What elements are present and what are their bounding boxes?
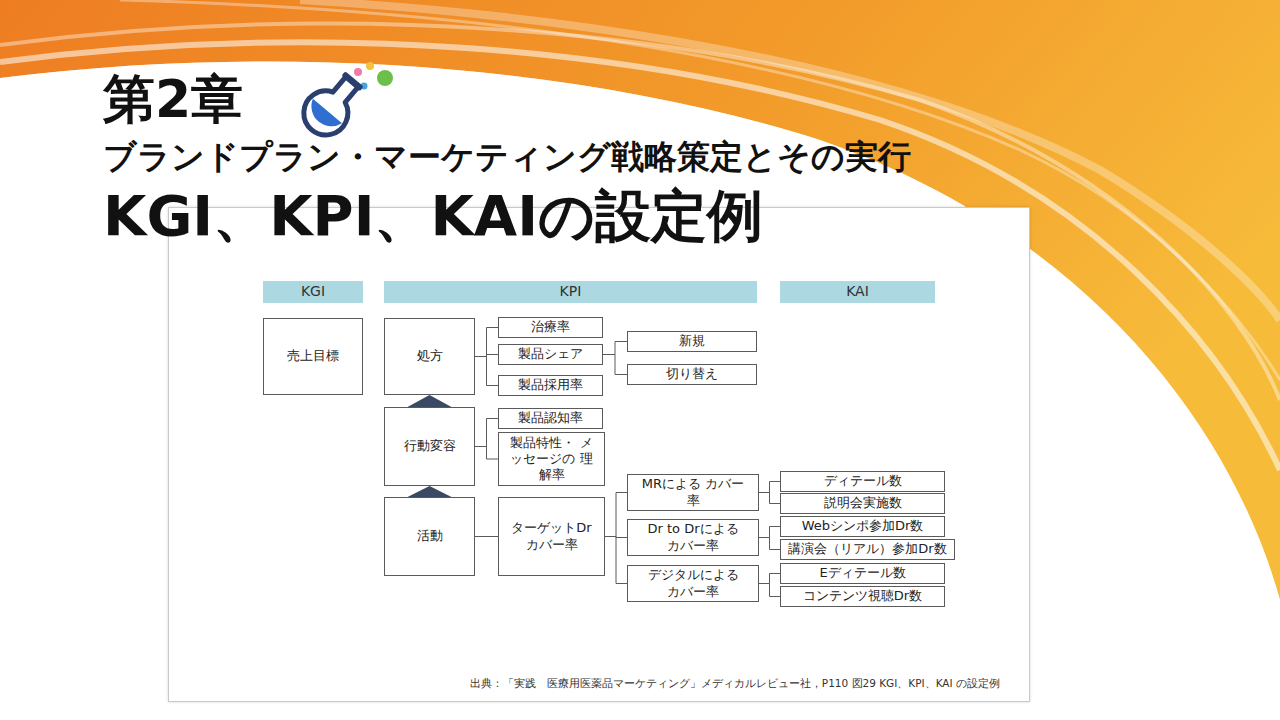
box-label: 製品採用率 bbox=[518, 377, 583, 393]
box-label: 行動変容 bbox=[404, 438, 456, 454]
box-label: ディテール数 bbox=[824, 473, 902, 489]
process-box: 売上目標 bbox=[263, 318, 363, 395]
process-box: コンテンツ視聴Dr数 bbox=[780, 586, 945, 607]
process-box: Dr to Drによる カバー率 bbox=[627, 519, 759, 556]
header-band: KPI bbox=[384, 281, 757, 303]
process-box: 製品シェア bbox=[498, 344, 603, 365]
box-label: 講演会（リアル）参加Dr数 bbox=[788, 541, 946, 557]
tree-connector bbox=[475, 357, 498, 386]
chapter-subtitle: ブランドプラン・マーケティング戦略策定とその実行 bbox=[103, 138, 911, 176]
tree-connector bbox=[759, 574, 780, 584]
box-label: デジタルによる カバー率 bbox=[634, 567, 752, 600]
box-label: 製品特性・ メッセージの 理解率 bbox=[505, 435, 598, 484]
process-box: 治療率 bbox=[498, 317, 603, 338]
box-label: ターゲットDr カバー率 bbox=[505, 520, 598, 553]
tree-connector bbox=[475, 536, 498, 537]
process-box: ディテール数 bbox=[780, 471, 945, 492]
column-heading: KGI bbox=[301, 283, 325, 301]
process-box: 行動変容 bbox=[384, 407, 475, 486]
flow-arrow bbox=[408, 395, 452, 407]
column-heading: KPI bbox=[560, 283, 582, 301]
box-label: 活動 bbox=[417, 528, 443, 544]
tree-connector bbox=[759, 538, 780, 550]
bubble bbox=[377, 70, 393, 86]
box-label: MRによる カバー率 bbox=[634, 476, 752, 509]
flask-rim bbox=[341, 71, 363, 91]
process-box: Webシンポ参加Dr数 bbox=[780, 516, 945, 537]
tree-connector bbox=[759, 493, 780, 504]
process-box: 製品認知率 bbox=[498, 408, 603, 429]
process-box: 切り替え bbox=[627, 364, 757, 385]
box-label: Eディテール数 bbox=[819, 565, 905, 581]
process-box: デジタルによる カバー率 bbox=[627, 565, 759, 602]
process-box: MRによる カバー率 bbox=[627, 474, 759, 511]
bubble bbox=[354, 68, 362, 76]
tree-connector bbox=[759, 584, 780, 597]
process-box: 講演会（リアル）参加Dr数 bbox=[780, 539, 955, 560]
process-box: 製品特性・ メッセージの 理解率 bbox=[498, 432, 605, 486]
column-heading: KAI bbox=[846, 283, 869, 301]
tree-connector bbox=[605, 537, 627, 584]
flow-arrow bbox=[408, 486, 452, 497]
tree-connector bbox=[603, 342, 627, 355]
tree-connector bbox=[603, 355, 627, 375]
tree-connector bbox=[475, 447, 498, 460]
process-box: 説明会実施数 bbox=[780, 493, 945, 514]
tree-connector bbox=[759, 527, 780, 538]
header-band: KAI bbox=[780, 281, 935, 303]
tree-connector bbox=[605, 493, 627, 537]
box-label: Dr to Drによる カバー率 bbox=[634, 521, 752, 554]
box-label: 処方 bbox=[417, 348, 443, 364]
process-box: 新規 bbox=[627, 331, 757, 352]
box-label: 説明会実施数 bbox=[824, 495, 902, 511]
bubble bbox=[366, 62, 374, 70]
flask-liquid bbox=[304, 99, 342, 134]
tree-connector bbox=[475, 328, 498, 357]
box-label: コンテンツ視聴Dr数 bbox=[803, 588, 922, 604]
process-box: 活動 bbox=[384, 497, 475, 576]
box-label: 切り替え bbox=[666, 366, 718, 382]
process-box: ターゲットDr カバー率 bbox=[498, 497, 605, 576]
white-band bbox=[0, 61, 1280, 720]
box-label: 売上目標 bbox=[287, 348, 339, 364]
box-label: 治療率 bbox=[531, 319, 570, 335]
flask-icon bbox=[295, 62, 393, 144]
header-band: KGI bbox=[263, 281, 363, 303]
tree-connector bbox=[475, 419, 498, 447]
box-label: 製品シェア bbox=[518, 346, 583, 362]
source-caption: 出典：「実践 医療用医薬品マーケティング」メディカルレビュー社，P110 図29… bbox=[470, 677, 1000, 691]
process-box: Eディテール数 bbox=[780, 563, 945, 584]
box-label: 製品認知率 bbox=[518, 410, 583, 426]
process-box: 処方 bbox=[384, 318, 475, 395]
process-box: 製品採用率 bbox=[498, 375, 603, 396]
box-label: Webシンポ参加Dr数 bbox=[802, 518, 924, 534]
flask-body bbox=[295, 68, 369, 144]
box-label: 新規 bbox=[679, 333, 705, 349]
chapter-number: 第2章 bbox=[103, 70, 243, 130]
slide-title: KGI、KPI、KAIの設定例 bbox=[103, 184, 763, 248]
tree-connector bbox=[759, 482, 780, 493]
